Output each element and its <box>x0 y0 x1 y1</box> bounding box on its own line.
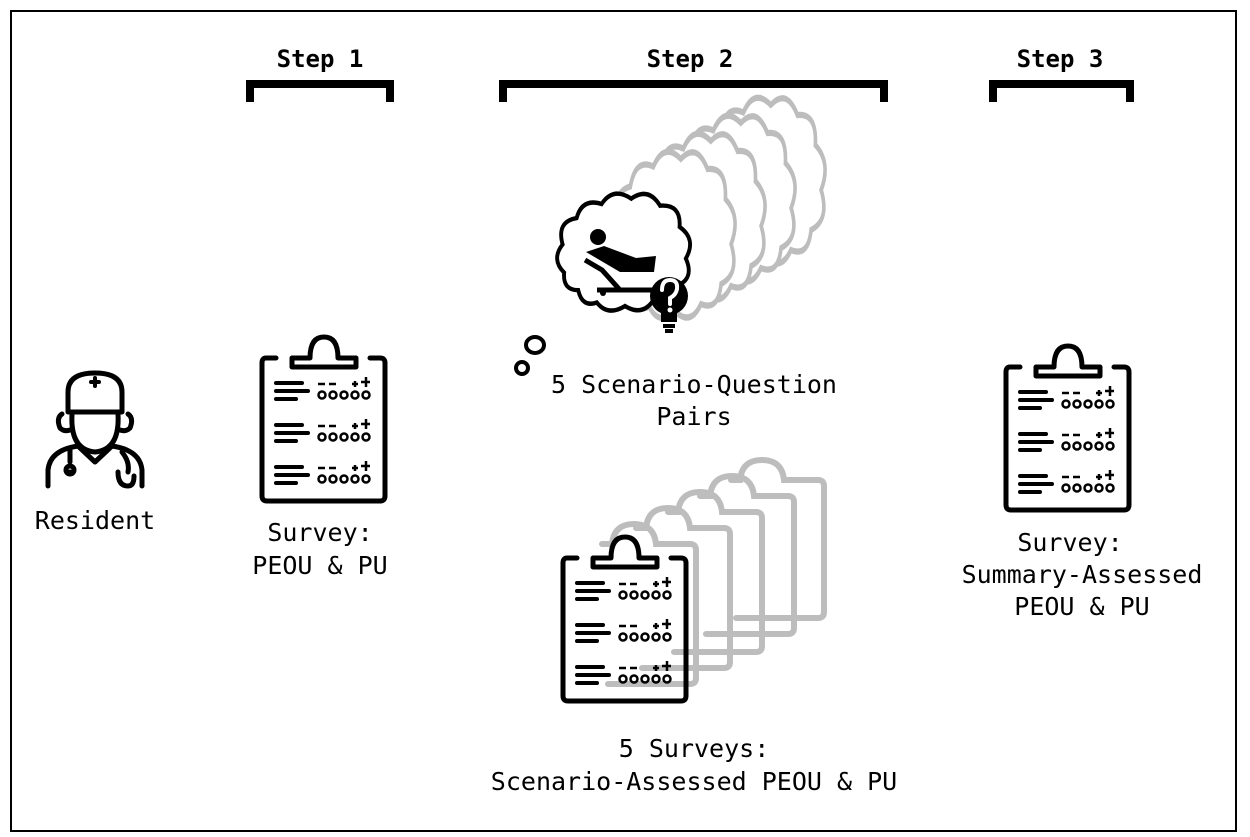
diagram-frame <box>10 10 1237 832</box>
step-3-caption-line3: PEOU & PU <box>1014 592 1149 621</box>
step-1-header: Step 1 <box>246 45 394 102</box>
step-3-caption-line2: Summary-Assessed <box>962 560 1203 589</box>
surveys-caption-line2: Scenario-Assessed PEOU & PU <box>491 767 897 796</box>
clipboard-stack-icon <box>563 456 827 701</box>
step-2-bracket <box>499 80 888 102</box>
scenario-caption-line1: 5 Scenario-Question <box>551 370 837 399</box>
step-1-caption-line1: Survey: <box>267 518 372 547</box>
step-3-bracket <box>989 80 1134 102</box>
step-3-header: Step 3 <box>989 45 1134 102</box>
step-3-clipboard-icon <box>1006 346 1129 510</box>
surveys-caption-line1: 5 Surveys: <box>619 734 770 763</box>
step-1-clipboard-icon <box>262 337 385 501</box>
step-1-bracket <box>246 80 394 102</box>
step-2-header: Step 2 <box>499 45 888 102</box>
thought-cloud-patient-icon <box>514 194 690 376</box>
step-2-label: Step 2 <box>647 45 734 73</box>
step-1-caption-line2: PEOU & PU <box>252 551 387 580</box>
scenario-caption-line2: Pairs <box>656 402 731 431</box>
step-1-label: Step 1 <box>277 45 364 73</box>
resident-label: Resident <box>35 506 155 535</box>
step-3-caption-line1: Survey: <box>1017 528 1122 557</box>
doctor-icon <box>45 370 145 489</box>
step-3-label: Step 3 <box>1017 45 1104 73</box>
